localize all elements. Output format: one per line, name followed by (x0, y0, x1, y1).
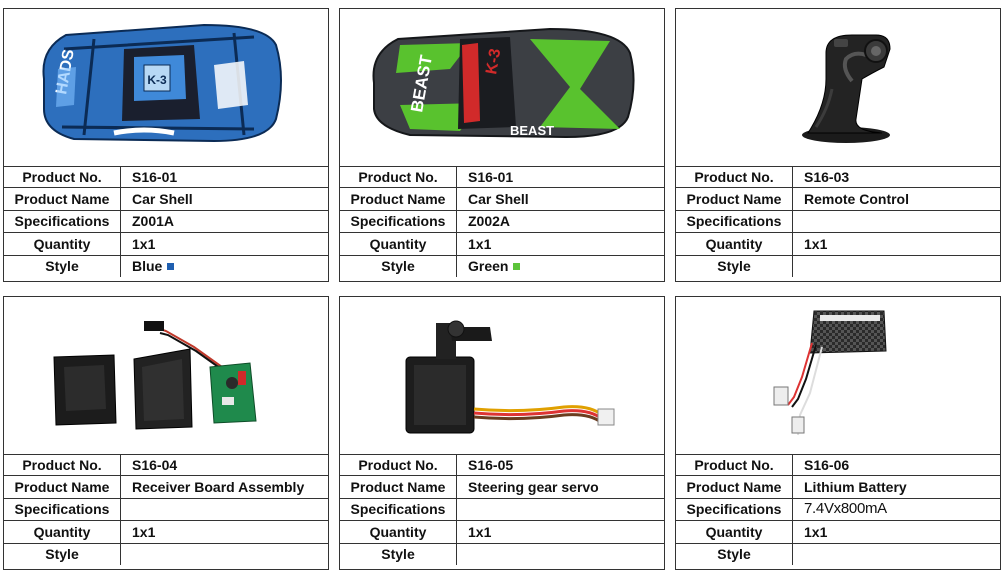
label-specifications: Specifications (340, 209, 457, 233)
value-style: Green (456, 254, 664, 277)
blue-car-shell-icon: K-3 HADS (42, 23, 282, 143)
product-photo (4, 297, 328, 455)
lithium-battery-icon (773, 310, 887, 436)
label-style: Style (676, 254, 793, 277)
label-quantity: Quantity (676, 520, 793, 544)
value-style (456, 542, 664, 565)
label-product-name: Product Name (4, 475, 121, 499)
label-product-no: Product No. (4, 454, 121, 476)
label-style: Style (340, 254, 457, 277)
label-product-name: Product Name (340, 187, 457, 211)
value-quantity: 1x1 (456, 232, 664, 256)
style-text: Blue (132, 258, 163, 275)
value-style (792, 254, 1000, 277)
label-specifications: Specifications (340, 497, 457, 521)
label-specifications: Specifications (676, 497, 793, 521)
label-style: Style (676, 542, 793, 565)
value-specifications (792, 209, 1000, 233)
value-product-no: S16-05 (468, 456, 514, 473)
label-product-name: Product Name (676, 475, 793, 499)
value-specifications: Z002A (456, 209, 664, 233)
value-product-no: S16-06 (804, 456, 850, 473)
label-quantity: Quantity (4, 232, 121, 256)
color-swatch (513, 263, 521, 271)
label-quantity: Quantity (340, 520, 457, 544)
value-specifications (456, 497, 664, 521)
label-product-no: Product No. (340, 454, 457, 476)
label-quantity: Quantity (4, 520, 121, 544)
label-product-no: Product No. (676, 166, 793, 188)
label-product-no: Product No. (4, 166, 121, 188)
value-specifications: Z001A (120, 209, 328, 233)
green-car-shell-icon: K-3 BEAST BEAST (372, 27, 635, 139)
label-product-no: Product No. (340, 166, 457, 188)
value-quantity: 1x1 (792, 232, 1000, 256)
value-product-no: S16-03 (804, 168, 850, 185)
value-quantity: 1x1 (120, 232, 328, 256)
receiver-board-icon (53, 321, 257, 430)
product-photo: K-3 HADS (4, 9, 328, 167)
label-product-name: Product Name (340, 475, 457, 499)
label-product-name: Product Name (676, 187, 793, 211)
car-decal-text: K-3 (483, 47, 504, 75)
value-product-name: Car Shell (456, 187, 664, 211)
remote-control-icon (802, 34, 891, 143)
value-specifications (120, 497, 328, 521)
value-product-name: Lithium Battery (792, 475, 1000, 499)
label-style: Style (340, 542, 457, 565)
value-style (792, 542, 1000, 565)
value-style (120, 542, 328, 565)
value-quantity: 1x1 (120, 520, 328, 544)
value-quantity: 1x1 (456, 520, 664, 544)
label-product-no: Product No. (676, 454, 793, 476)
label-specifications: Specifications (4, 497, 121, 521)
label-specifications: Specifications (676, 209, 793, 233)
product-photo (340, 297, 664, 455)
value-product-name: Car Shell (120, 187, 328, 211)
value-specifications: 7.4Vx800mA (792, 497, 1000, 521)
product-card-s16-01-green: K-3 BEAST BEAST Product No. S16-01 Produc… (339, 8, 665, 282)
car-decal-text: BEAST (510, 123, 554, 138)
value-product-no: S16-01 (468, 168, 514, 185)
label-specifications: Specifications (4, 209, 121, 233)
servo-icon (405, 320, 615, 434)
product-photo (676, 9, 1000, 167)
color-swatch (167, 263, 175, 271)
product-photo (676, 297, 1000, 455)
style-text: Green (468, 258, 509, 275)
product-card-s16-01-blue: K-3 HADS Product No. S16-01 Product NameC… (3, 8, 329, 282)
label-quantity: Quantity (676, 232, 793, 256)
label-style: Style (4, 542, 121, 565)
car-decal-text: K-3 (147, 73, 167, 87)
value-product-name: Remote Control (792, 187, 1000, 211)
value-product-name: Steering gear servo (456, 475, 664, 499)
value-product-no: S16-01 (132, 168, 178, 185)
value-product-name: Receiver Board Assembly (120, 475, 328, 499)
value-style: Blue (120, 254, 328, 277)
value-quantity: 1x1 (792, 520, 1000, 544)
label-quantity: Quantity (340, 232, 457, 256)
label-product-name: Product Name (4, 187, 121, 211)
product-photo: K-3 BEAST BEAST (340, 9, 664, 167)
value-product-no: S16-04 (132, 456, 178, 473)
label-style: Style (4, 254, 121, 277)
